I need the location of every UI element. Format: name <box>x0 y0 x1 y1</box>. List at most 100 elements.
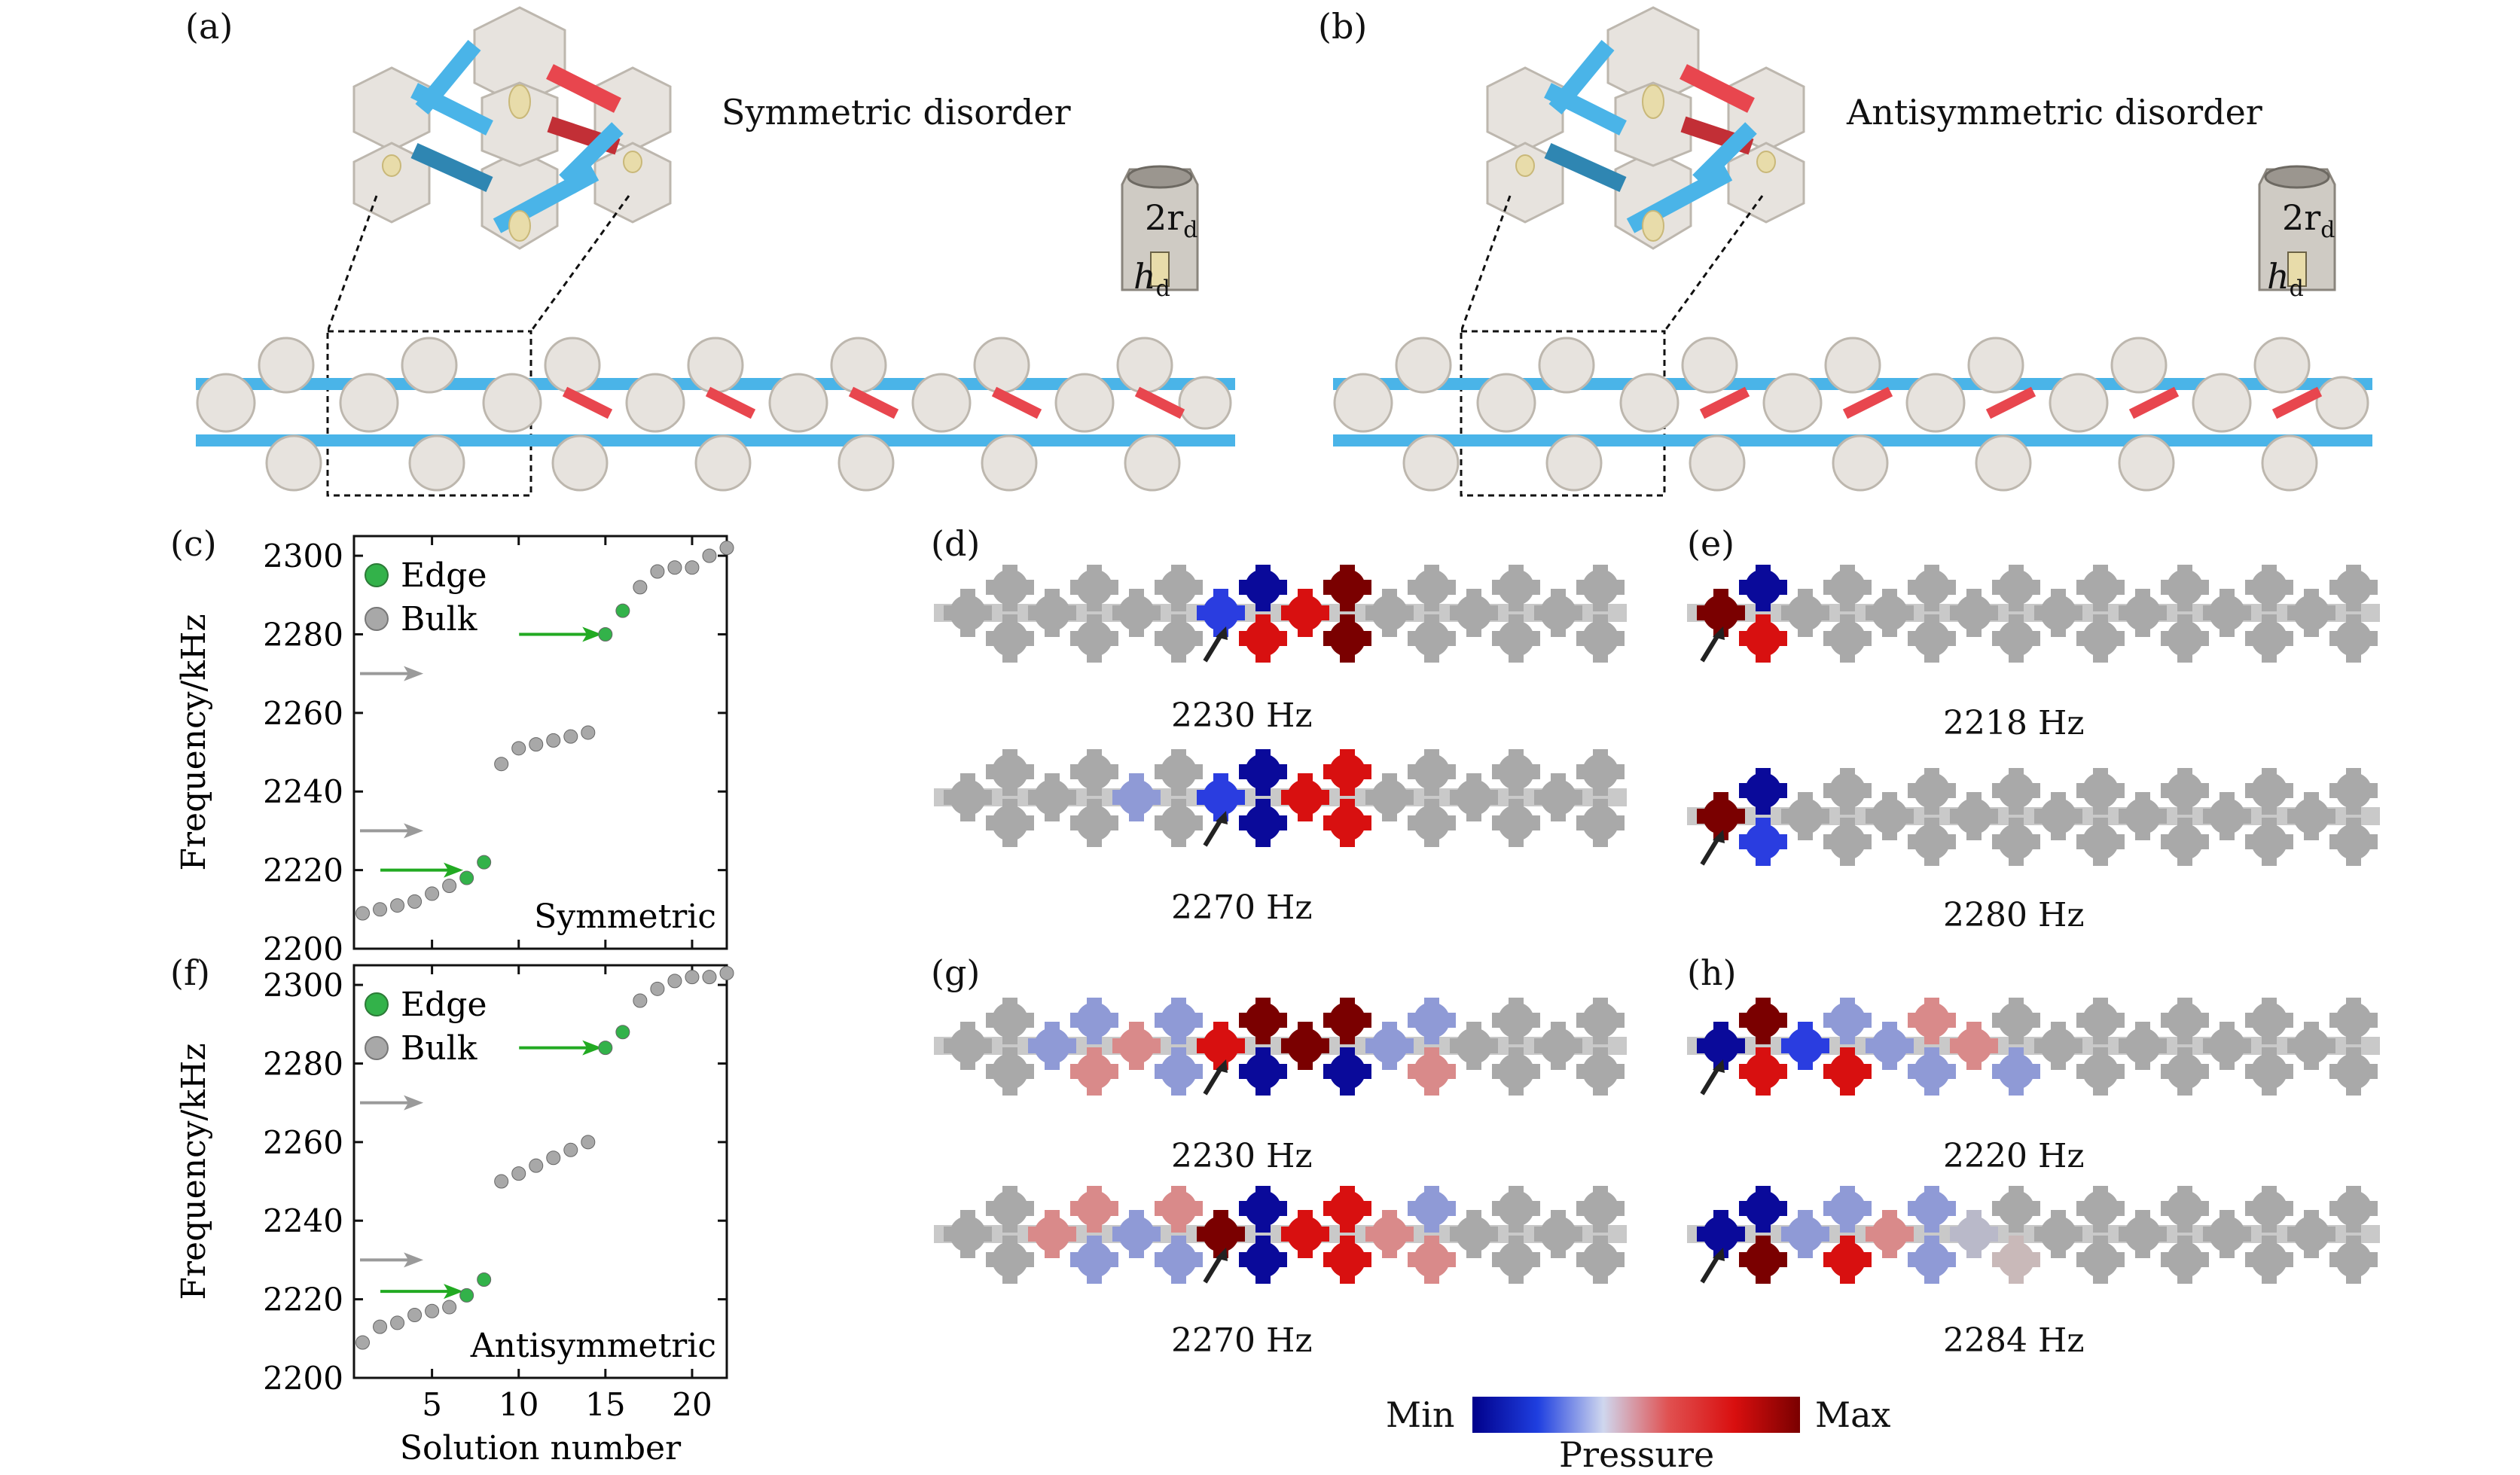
resonator <box>1866 1210 1914 1258</box>
resonator <box>1323 1047 1371 1096</box>
resonator <box>2287 1022 2335 1070</box>
resonator <box>2203 589 2251 637</box>
source-arrow <box>1203 1065 1224 1096</box>
x-axis-label: Solution number <box>400 1429 682 1467</box>
title-antisymmetric-disorder: Antisymmetric disorder <box>1847 92 2262 133</box>
resonator <box>1576 1236 1625 1284</box>
bulk-point <box>685 970 700 985</box>
frequency-label-d-top: 2230 Hz <box>1171 696 1313 735</box>
resonator <box>2161 1236 2209 1284</box>
colorbar-title: Pressure <box>1559 1434 1715 1475</box>
resonator <box>2329 614 2378 663</box>
bulk-point <box>529 737 544 752</box>
bulk-point <box>511 1166 526 1181</box>
resonator <box>2161 614 2209 663</box>
source-arrow <box>1700 836 1721 866</box>
resonator <box>1866 1022 1914 1070</box>
lattice-chain-b <box>1333 330 2372 497</box>
resonator <box>1112 1210 1161 1258</box>
bulk-point <box>633 580 648 595</box>
bulk-point <box>511 741 526 756</box>
resonator <box>1866 589 1914 637</box>
resonator-dimension-icon-b <box>2258 165 2336 291</box>
resonator <box>986 799 1034 847</box>
bulk-point <box>442 1300 457 1315</box>
resonator <box>1112 589 1161 637</box>
field-map-g-top <box>934 998 1627 1096</box>
resonator <box>1197 773 1245 821</box>
bulk-point <box>425 1303 440 1318</box>
resonator <box>1823 1186 1872 1233</box>
x-tick-label: 20 <box>672 1386 712 1423</box>
resonator <box>1408 614 1456 663</box>
bulk-point <box>546 1150 561 1166</box>
legend-bulk-label: Bulk <box>401 600 477 638</box>
bulk-point <box>563 729 578 744</box>
field-map-d-top <box>934 565 1627 663</box>
resonator <box>1070 998 1118 1044</box>
resonator <box>1492 1186 1540 1233</box>
resonator <box>1239 1186 1287 1233</box>
resonator <box>1365 1022 1414 1070</box>
resonator <box>1450 1022 1498 1070</box>
resonator <box>1992 1186 2040 1233</box>
resonator <box>2161 565 2209 611</box>
source-arrow <box>1700 1254 1721 1284</box>
resonator <box>1739 614 1787 663</box>
bulk-point <box>355 1335 371 1350</box>
zoom-guide-lines-a <box>328 195 630 332</box>
resonator <box>1576 1047 1625 1096</box>
resonator <box>2245 1236 2293 1284</box>
bulk-point <box>650 564 665 579</box>
bulk-point <box>355 906 371 921</box>
resonator <box>2161 768 2209 815</box>
source-arrow <box>1203 632 1224 663</box>
resonator <box>1823 768 1872 815</box>
resonator <box>1823 565 1872 611</box>
dimension-label-height-a: hd <box>1133 256 1170 303</box>
bulk-point <box>494 757 509 772</box>
bulk-point <box>563 1142 578 1157</box>
resonator <box>1992 565 2040 611</box>
resonator <box>1908 565 1956 611</box>
y-axis-label: Frequency/kHz <box>175 614 213 870</box>
resonator <box>2203 792 2251 840</box>
resonator <box>1408 565 1456 611</box>
resonator <box>1492 1047 1540 1096</box>
resonator <box>986 1047 1034 1096</box>
source-arrowhead <box>1216 626 1228 640</box>
field-map-h-bottom <box>1687 1186 2380 1284</box>
bulk-point <box>529 1158 544 1173</box>
resonator <box>1908 1236 1956 1284</box>
resonator <box>1239 799 1287 847</box>
plot-frame <box>352 535 728 950</box>
resonator <box>2329 818 2378 866</box>
edge-point <box>459 1288 474 1303</box>
legend-edge-label: Edge <box>401 556 487 595</box>
bulk-point <box>494 1174 509 1189</box>
source-arrowhead <box>1216 811 1228 824</box>
resonator <box>1450 1210 1498 1258</box>
source-arrowhead <box>1216 1059 1228 1073</box>
zoom-guide-lines-b <box>1461 195 1764 332</box>
resonator <box>1697 1022 1745 1070</box>
resonator <box>1239 1236 1287 1284</box>
y-tick-label: 2260 <box>263 1124 343 1161</box>
resonator <box>1239 998 1287 1044</box>
resonator <box>1450 589 1498 637</box>
resonator <box>1070 1047 1118 1096</box>
source-arrow <box>1203 1254 1224 1284</box>
resonator <box>1992 614 2040 663</box>
resonator <box>1197 1210 1245 1258</box>
x-tick-label: 15 <box>585 1386 625 1423</box>
bulk-point <box>390 898 405 913</box>
legend-bulk-label: Bulk <box>401 1029 477 1068</box>
resonator <box>2245 1047 2293 1096</box>
resonator <box>2034 1210 2082 1258</box>
resonator <box>1155 1186 1203 1233</box>
resonator <box>2287 1210 2335 1258</box>
y-tick-label: 2280 <box>263 616 343 653</box>
resonator <box>2119 589 2167 637</box>
resonator <box>2076 1047 2125 1096</box>
